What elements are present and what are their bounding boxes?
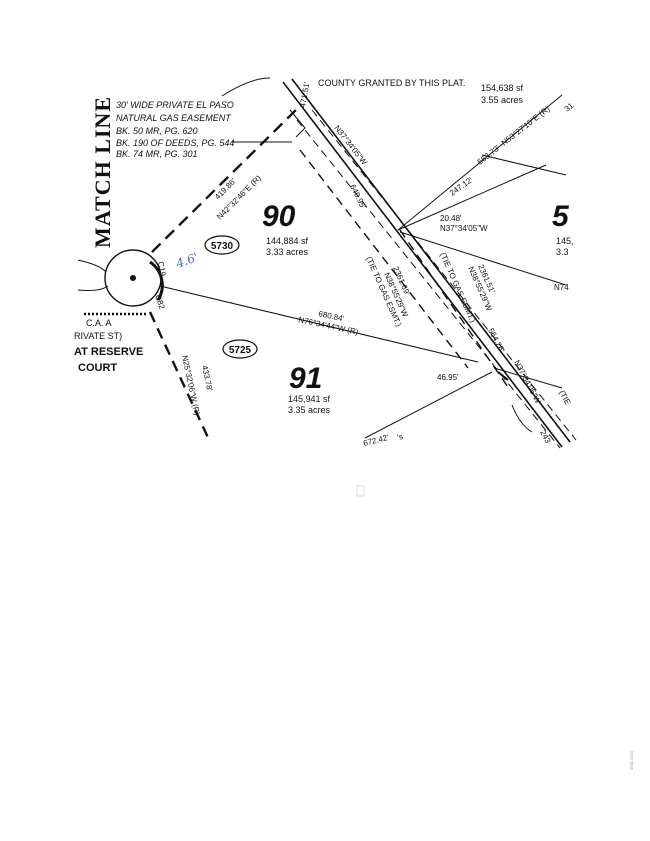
lot-91-west-line: [148, 311, 212, 443]
road-edge-south: [77, 285, 109, 291]
dist-4695: 46.95': [437, 373, 459, 382]
bearing-n37-mid: N37°34'05"W: [440, 224, 488, 233]
frag-31: 31: [563, 101, 576, 114]
row-bracket: [289, 109, 306, 138]
frag-tie: (TIE: [557, 389, 572, 407]
row-line-dashed-a: [296, 119, 561, 449]
lot-top-area-acres: 3.55 acres: [481, 95, 524, 105]
lot-90-area-sf: 144,884 sf: [266, 236, 309, 246]
lot-right-area: 145,: [556, 236, 574, 246]
tie-gas-esmt-b: (TIE TO GAS ESMT.): [438, 251, 477, 324]
road-edge-north: [77, 259, 107, 273]
lot-90-number: 90: [262, 200, 296, 233]
tie-line-east: [399, 229, 511, 391]
curve-c82: C82: [153, 294, 167, 311]
tick-mark: 's: [396, 432, 404, 442]
dist-433: 433.78': [200, 365, 214, 393]
easement-note-5: BK. 74 MR, PG. 301: [116, 149, 198, 159]
side-stamp: 0000 0000: [629, 750, 634, 770]
easement-note-3: BK. 50 MR, PG. 620: [116, 126, 198, 136]
address-oval-5730: [204, 235, 240, 255]
address-5730: 5730: [211, 241, 234, 252]
match-line-label: MATCH LINE: [90, 96, 115, 248]
lot-91-area-sf: 145,941 sf: [288, 394, 331, 404]
row-line-dashed-b: [311, 109, 577, 441]
row-line-west: [282, 81, 563, 448]
row-line-east: [291, 78, 571, 443]
curve-c19: C19: [156, 261, 168, 278]
county-note: COUNTY GRANTED BY THIS PLAT.: [318, 78, 465, 88]
address-5725: 5725: [229, 345, 252, 356]
dist-672: 672.42': [362, 433, 390, 448]
lot-line-e1: [397, 164, 547, 231]
row-mark: [511, 404, 533, 433]
easement-line-upper: [151, 107, 299, 253]
lot-91-number: 91: [289, 362, 322, 395]
lot-line-ne: [397, 94, 563, 231]
lot-91-area-acres: 3.35 acres: [288, 405, 331, 415]
easement-note-4: BK. 190 OF DEEDS, PG. 544: [116, 138, 234, 148]
dist-2048: 20.48': [440, 214, 462, 223]
lot-line-e2: [399, 231, 567, 286]
scan-mark: [356, 485, 365, 497]
street-label-reserve: AT RESERVE: [74, 346, 143, 358]
dist-563: 563.73': [476, 143, 502, 166]
dist-564: 564.26': [486, 327, 506, 355]
dist-247: 247.12': [448, 175, 475, 198]
street-label-private: RIVATE ST): [74, 331, 122, 341]
easement-note-1: 30' WIDE PRIVATE EL PASO: [116, 100, 234, 110]
lot-90-91-line: [159, 285, 479, 363]
lot-90-area-acres: 3.33 acres: [266, 247, 309, 257]
lot-91-south-line: [364, 371, 493, 439]
lot-right-acres: 3.3: [556, 247, 569, 257]
bearing-n37-low: N37°34'05"W: [512, 359, 542, 406]
cul-de-sac-curve: [149, 260, 164, 301]
monument-mark: [497, 371, 509, 381]
lot-line-e3: [481, 154, 567, 176]
dist-640: 640.95': [348, 183, 368, 211]
lot-right-number: 5: [552, 200, 570, 233]
easement-note-2: NATURAL GAS EASEMENT: [116, 113, 232, 123]
leader-arrow: [221, 77, 271, 97]
cul-de-sac-center: [130, 275, 136, 281]
street-label-ca: C.A. A: [86, 318, 112, 328]
handwritten-note: 4.6': [173, 250, 200, 271]
bearing-n53: N53°27'10"E (R): [500, 104, 552, 147]
dist-471: 471.51': [298, 81, 311, 109]
tie-line-west: [299, 149, 469, 369]
bearing-n37-top: N37°34'05"W: [332, 124, 369, 167]
street-label-court: COURT: [78, 362, 117, 374]
address-oval-5725: [222, 339, 258, 359]
lot-line-e4: [493, 367, 563, 389]
frag-n74: N74: [554, 283, 569, 292]
lot-top-area-sf: 154,638 sf: [481, 83, 524, 93]
